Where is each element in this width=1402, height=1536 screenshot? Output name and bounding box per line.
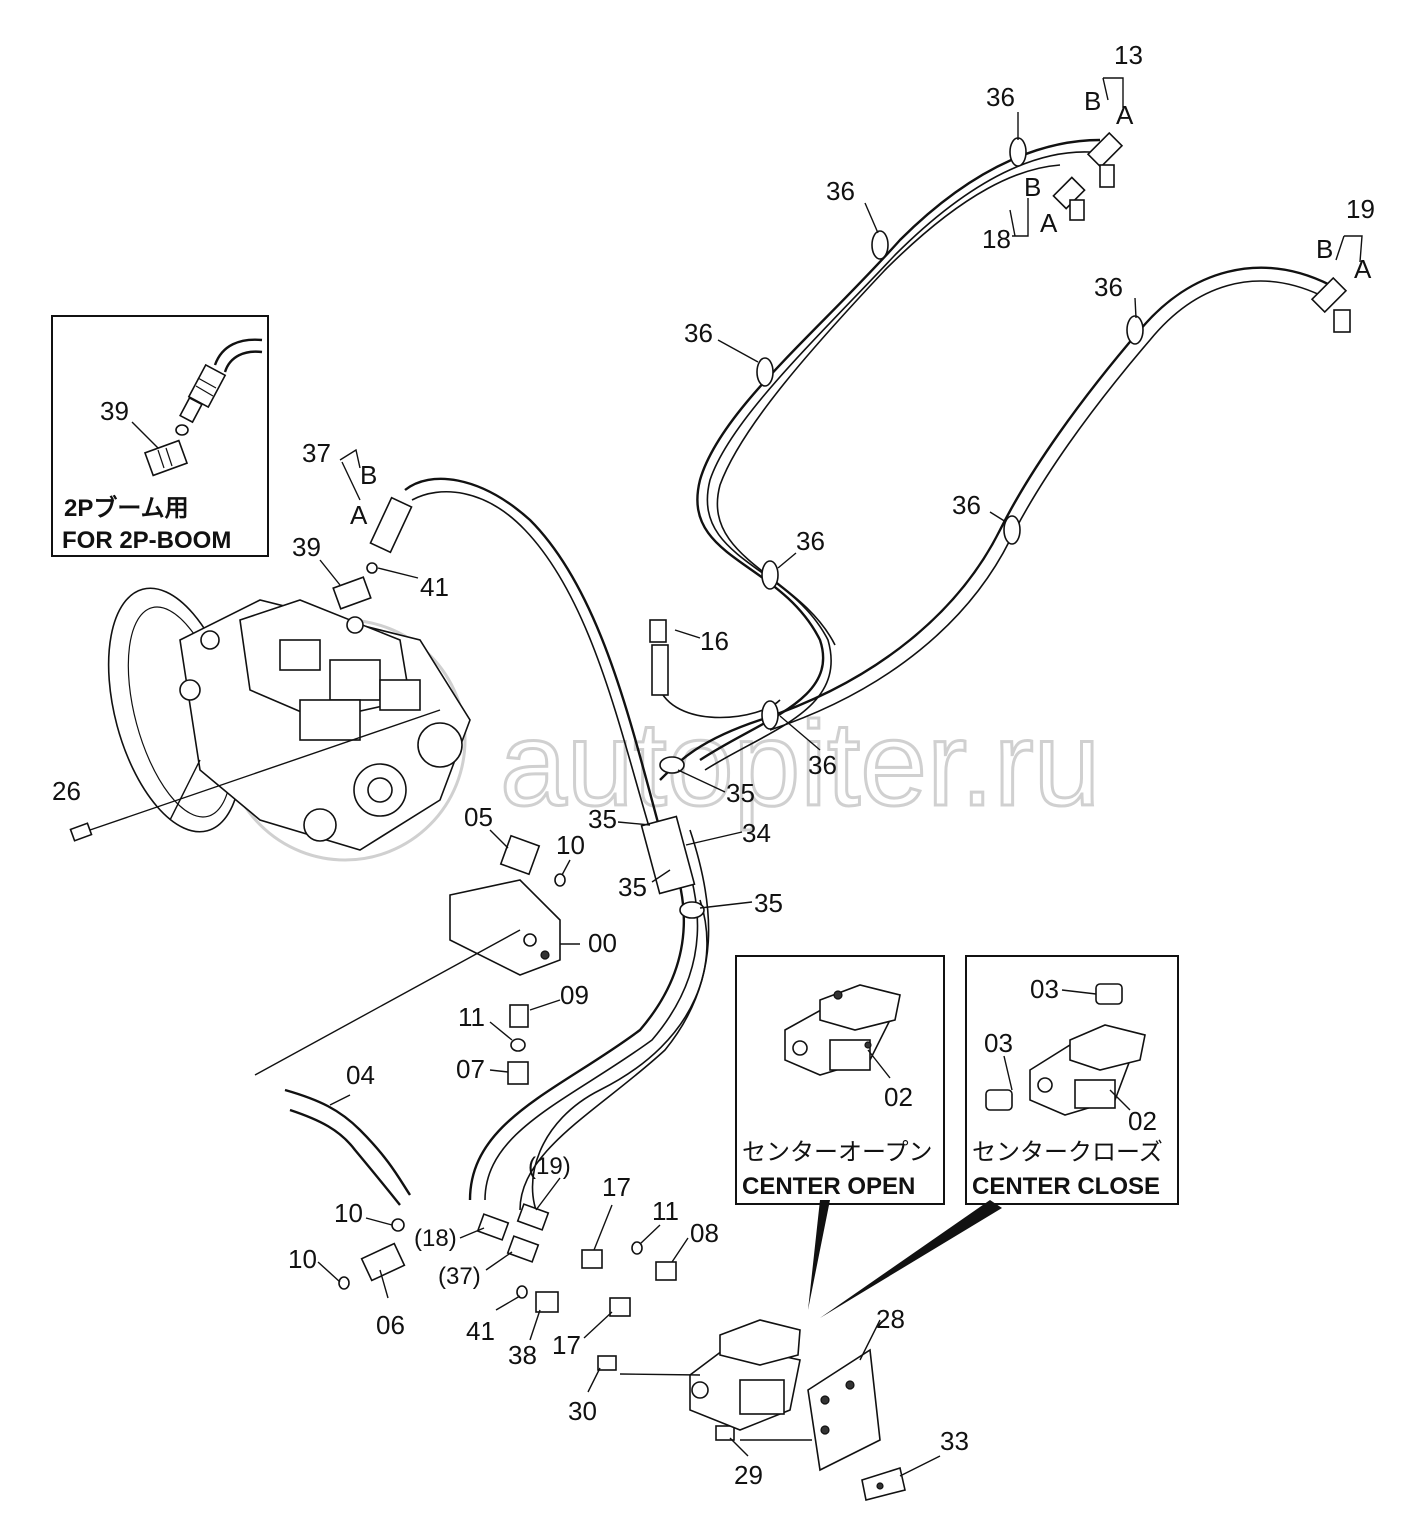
callout-13-a: A [1116,100,1134,130]
callout-36-top: 36 [986,82,1015,112]
center-open-title-en: CENTER OPEN [742,1173,915,1200]
callout-35-right: 35 [726,778,755,808]
callout-29: 29 [734,1460,763,1490]
callout-13: 13 [1114,40,1143,70]
pointer-center-open [808,1200,830,1310]
callout-06: 06 [376,1310,405,1340]
callout-10-low: 10 [288,1244,317,1274]
callout-11-mid: 11 [458,1002,485,1032]
center-close-title-en: CENTER CLOSE [972,1173,1160,1200]
hose-bundle [284,138,1331,1221]
center-close-label-03-top: 03 [1030,974,1059,1004]
callout-36-left: 36 [684,318,713,348]
callout-19: 19 [1346,194,1375,224]
callout-36-upper: 36 [826,176,855,206]
center-close-label-02: 02 [1128,1106,1157,1136]
mounting-bracket [807,1348,881,1472]
callout-34: 34 [742,818,771,848]
callout-36-low: 36 [808,750,837,780]
inset-2p-boom-label-39: 39 [100,396,129,426]
callout-39: 39 [292,532,321,562]
center-close-title-jp: センタークローズ [972,1138,1163,1166]
callout-17-top: 17 [602,1172,631,1202]
callout-37-a: A [350,500,368,530]
callout-36-mid-right: 36 [952,490,981,520]
callout-08: 08 [690,1218,719,1248]
center-open-valve-icon [784,984,901,1076]
inset-2p-boom: 39 2Pブーム用 FOR 2P-BOOM [51,315,269,557]
callout-19-a: A [1354,254,1372,284]
callout-38: 38 [508,1340,537,1370]
callout-00: 00 [588,928,617,958]
callout-16: 16 [700,626,729,656]
inset-hose-fitting-icon [179,363,227,424]
callout-10-mid: 10 [334,1198,363,1228]
inset-oring-icon [175,424,189,436]
callout-17-low: 17 [552,1330,581,1360]
callout-07: 07 [456,1054,485,1084]
callout-36-right: 36 [1094,272,1123,302]
inset-center-close: 03 03 02 センタークローズ CENTER CLOSE [965,955,1179,1205]
callout-10-top: 10 [556,830,585,860]
callout-37-b: B [360,460,377,490]
callout-41-top: 41 [420,572,449,602]
callout-36-mid: 36 [796,526,825,556]
plate-33 [861,1466,906,1501]
callout-04: 04 [346,1060,375,1090]
callout-41-low: 41 [466,1316,495,1346]
callout-37: 37 [302,438,331,468]
center-close-label-03-left: 03 [984,1028,1013,1058]
callout-18-paren: (18) [414,1225,457,1252]
fittings [69,131,1351,1441]
inset-2p-boom-title-jp: 2Pブーム用 [64,494,189,522]
center-close-plug-left-icon [985,1089,1013,1111]
callout-05: 05 [464,802,493,832]
callout-labels: 13 B A 36 36 B A 18 19 B A 36 36 36 36 3… [52,40,1375,1490]
callout-35-lower-left: 35 [618,872,647,902]
callout-18-a: A [1040,208,1058,238]
inset-adapter-icon [143,439,189,477]
callout-33: 33 [940,1426,969,1456]
callout-19-paren: (19) [528,1153,571,1180]
callout-13-b: B [1084,86,1101,116]
center-close-valve-icon [1029,1024,1146,1116]
hydraulic-pump-assembly [107,587,471,851]
inset-center-open: 02 センターオープン CENTER OPEN [735,955,945,1205]
pointer-center-close [820,1200,1002,1318]
callout-19-b: B [1316,234,1333,264]
leader-lines [89,77,1363,1477]
callout-18-b: B [1024,172,1041,202]
inset-2p-boom-title-en: FOR 2P-BOOM [62,527,231,554]
callout-28: 28 [876,1304,905,1334]
center-open-label-02: 02 [884,1082,913,1112]
callout-26: 26 [52,776,81,806]
callout-37-paren: (37) [438,1263,481,1290]
callout-09: 09 [560,980,589,1010]
center-open-title-jp: センターオープン [742,1138,933,1166]
selector-valve [689,1319,801,1431]
center-close-plug-top-icon [1095,983,1123,1005]
callout-11-right: 11 [652,1196,679,1226]
callout-18: 18 [982,224,1011,254]
callout-35-lower-right: 35 [754,888,783,918]
callout-30: 30 [568,1396,597,1426]
callout-35-left: 35 [588,804,617,834]
